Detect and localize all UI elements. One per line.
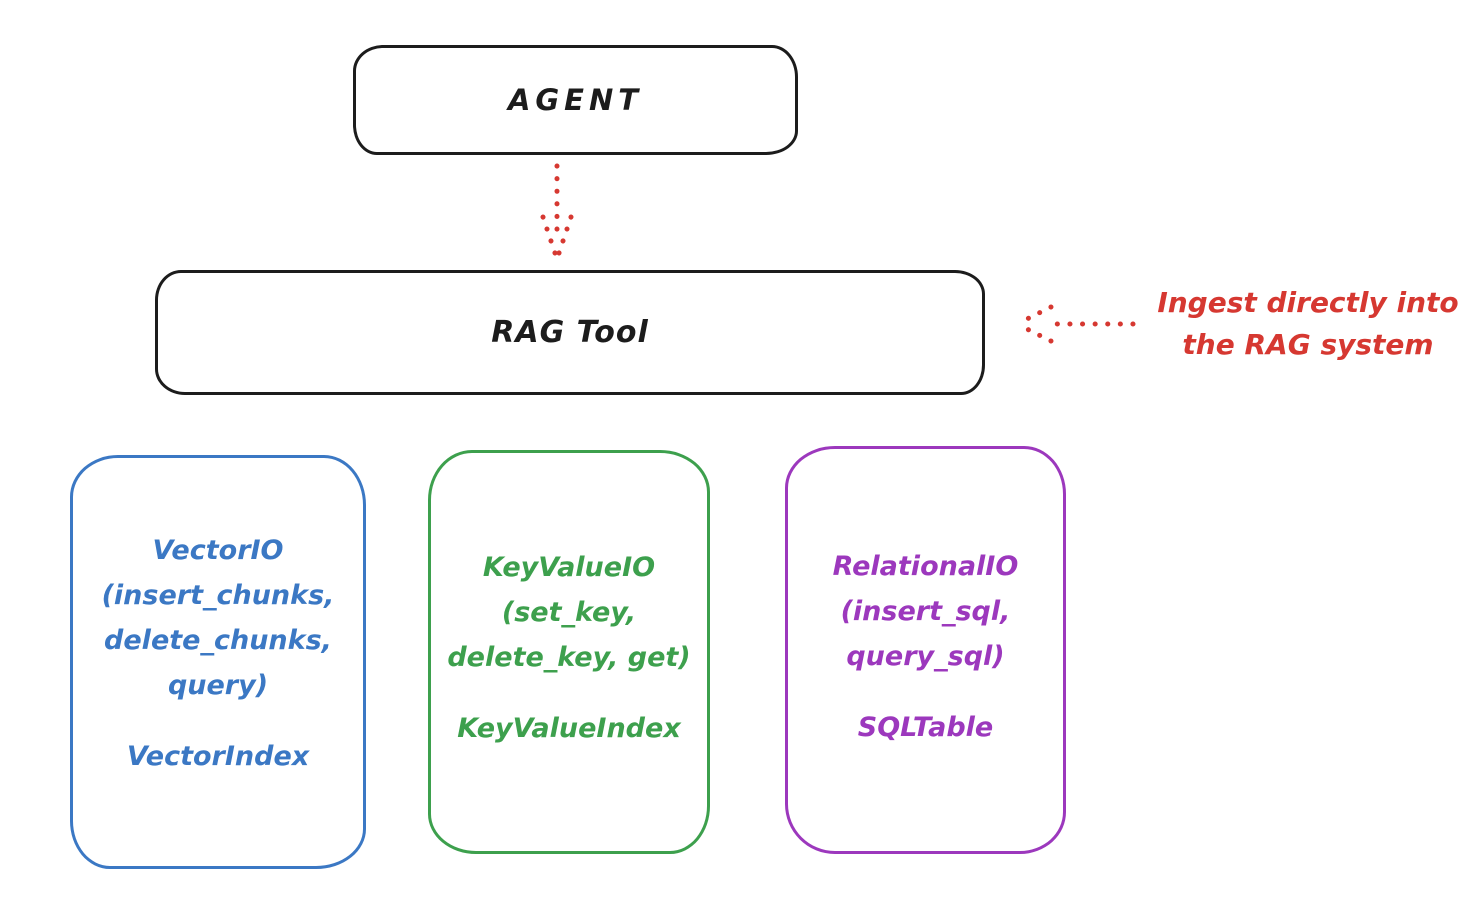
vector-io-title-line: (insert_chunks, [101, 580, 335, 611]
keyvalue-io-title-line: KeyValueIO [482, 552, 656, 583]
relational-io-title-line: (insert_sql, [840, 596, 1011, 627]
ingest-annotation-line1: Ingest directly into [1157, 286, 1459, 319]
keyvalue-index-label: KeyValueIndex [457, 713, 681, 744]
vector-io-title: VectorIO (insert_chunks, delete_chunks, … [102, 528, 335, 708]
ingest-annotation-line2: the RAG system [1182, 328, 1434, 361]
ingest-arrow-icon [1016, 304, 1136, 344]
vector-io-title-line: delete_chunks, [104, 625, 332, 656]
vector-io-title-line: VectorIO [152, 535, 284, 566]
relational-io-box: RelationalIO (insert_sql, query_sql) SQL… [785, 446, 1066, 854]
keyvalue-io-title: KeyValueIO (set_key, delete_key, get) [447, 545, 690, 680]
agent-label: AGENT [507, 83, 644, 117]
relational-io-title: RelationalIO (insert_sql, query_sql) [833, 544, 1019, 679]
relational-io-title-line: RelationalIO [832, 551, 1019, 582]
vector-io-title-line: query) [167, 670, 269, 701]
rag-tool-box: RAG Tool [155, 270, 985, 395]
agent-to-rag-arrow-icon [540, 163, 574, 259]
keyvalue-io-title-line: delete_key, get) [447, 642, 691, 673]
vector-io-box: VectorIO (insert_chunks, delete_chunks, … [70, 455, 366, 869]
keyvalue-io-title-line: (set_key, [501, 597, 637, 628]
agent-box: AGENT [353, 45, 798, 155]
relational-io-title-line: query_sql) [846, 641, 1005, 672]
keyvalue-io-box: KeyValueIO (set_key, delete_key, get) Ke… [428, 450, 710, 854]
vector-index-label: VectorIndex [126, 741, 310, 772]
ingest-annotation: Ingest directly into the RAG system [1140, 282, 1476, 366]
rag-tool-label: RAG Tool [491, 315, 649, 350]
sql-table-label: SQLTable [857, 712, 994, 743]
